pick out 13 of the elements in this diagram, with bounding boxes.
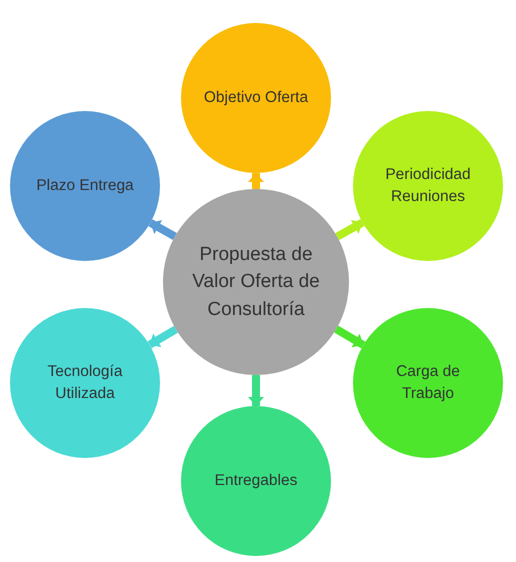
arrow [248,375,264,406]
node-label: Periodicidad Reuniones [384,164,472,207]
node-label: Objetivo Oferta [204,88,308,108]
node-label: Propuesta de Valor Oferta de Consultoría [191,242,321,322]
arrow [148,326,178,348]
node-label: Tecnología Utilizada [46,362,124,404]
arrow [335,219,364,240]
node-label: Plazo Entrega [36,176,134,196]
arrow [334,326,366,348]
arrow [248,173,264,189]
node-label: Entregables [214,470,298,491]
arrow [148,219,177,240]
node-label: Carga de Trabajo [395,362,461,404]
